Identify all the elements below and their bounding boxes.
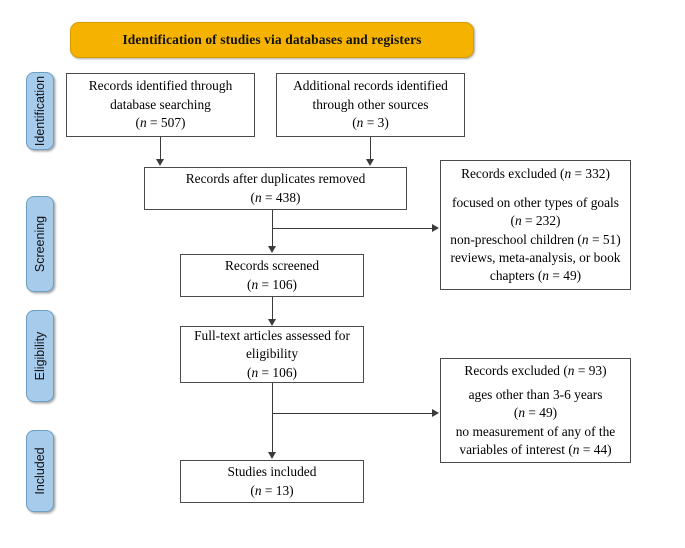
box-fulltext-assessed: Full-text articles assessed for eligibil…: [180, 326, 364, 383]
arrowhead-identified-to-duplicates: [156, 159, 164, 166]
stage-screening: Screening: [26, 196, 54, 292]
connector-screened-to-fulltext: [272, 297, 274, 321]
arrowhead-screening-exclusion: [432, 224, 439, 232]
records-screened-line1: Records screened: [224, 258, 320, 273]
stage-eligibility: Eligibility: [26, 310, 54, 402]
box-records-screened: Records screened (n = 106): [180, 254, 364, 297]
connector-duplicates-trunk: [272, 210, 274, 249]
stage-included: Included: [26, 430, 54, 512]
box-excluded-screening: Records excluded (n = 332) focused on ot…: [440, 160, 631, 290]
connector-eligibility-exclusion-branch: [272, 413, 433, 415]
records-identified-line2: database searching: [110, 96, 211, 112]
arrowhead-additional-to-duplicates: [366, 159, 374, 166]
excluded-eligibility-reason2-line1: no measurement of any of the: [455, 423, 616, 439]
excluded-screening-reason2: non-preschool children (n = 51): [450, 231, 621, 247]
fulltext-assessed-line1: Full-text articles assessed for: [194, 327, 350, 343]
excluded-eligibility-reason1-count: (n = 49): [513, 405, 558, 421]
stage-label-identification: Identification: [33, 75, 47, 147]
excluded-screening-heading: Records excluded (n = 332): [461, 165, 610, 181]
fulltext-assessed-count: (n = 106): [247, 364, 297, 380]
excluded-screening-reason1-count: (n = 232): [510, 213, 561, 229]
duplicates-removed-line1: Records after duplicates removed: [185, 171, 366, 186]
arrowhead-eligibility-exclusion: [432, 409, 439, 417]
excluded-screening-reason1: focused on other types of goals: [452, 195, 619, 211]
box-studies-included: Studies included (n = 13): [180, 460, 364, 503]
excluded-eligibility-heading: Records excluded (n = 93): [464, 363, 607, 378]
box-additional-records: Additional records identified through ot…: [276, 73, 465, 137]
excluded-eligibility-reason1: ages other than 3-6 years: [468, 387, 603, 403]
studies-included-count: (n = 13): [250, 482, 294, 498]
arrowhead-screened-to-fulltext: [268, 319, 276, 326]
arrowhead-fulltext-to-included: [268, 452, 276, 459]
additional-records-line1: Additional records identified: [293, 78, 448, 94]
studies-included-line1: Studies included: [227, 464, 317, 479]
connector-fulltext-trunk: [272, 383, 274, 455]
stage-label-screening: Screening: [33, 215, 47, 273]
additional-records-count: (n = 3): [352, 115, 389, 131]
records-screened-count: (n = 106): [247, 276, 297, 292]
connector-additional-to-duplicates: [370, 137, 372, 161]
arrowhead-duplicates-to-screened: [268, 246, 276, 253]
stage-label-included: Included: [33, 447, 47, 495]
fulltext-assessed-line2: eligibility: [245, 346, 299, 362]
excluded-screening-reason3-line2: chapters (n = 49): [489, 267, 582, 283]
additional-records-line2: through other sources: [312, 96, 429, 112]
excluded-eligibility-reason2-line2: variables of interest (n = 44): [459, 441, 612, 457]
box-duplicates-removed: Records after duplicates removed (n = 43…: [144, 167, 407, 210]
duplicates-removed-count: (n = 438): [250, 189, 301, 205]
connector-identified-to-duplicates: [160, 137, 162, 161]
banner-label: Identification of studies via databases …: [122, 32, 422, 47]
box-records-identified: Records identified through database sear…: [66, 73, 255, 137]
records-identified-line1: Records identified through: [88, 78, 233, 94]
diagram-banner: Identification of studies via databases …: [70, 22, 474, 58]
excluded-screening-reason3-line1: reviews, meta-analysis, or book: [450, 249, 621, 265]
connector-screening-exclusion-branch: [272, 228, 433, 230]
stage-identification: Identification: [26, 72, 54, 150]
stage-label-eligibility: Eligibility: [33, 331, 47, 381]
box-excluded-eligibility: Records excluded (n = 93) ages other tha…: [440, 358, 631, 463]
records-identified-count: (n = 507): [135, 115, 186, 131]
